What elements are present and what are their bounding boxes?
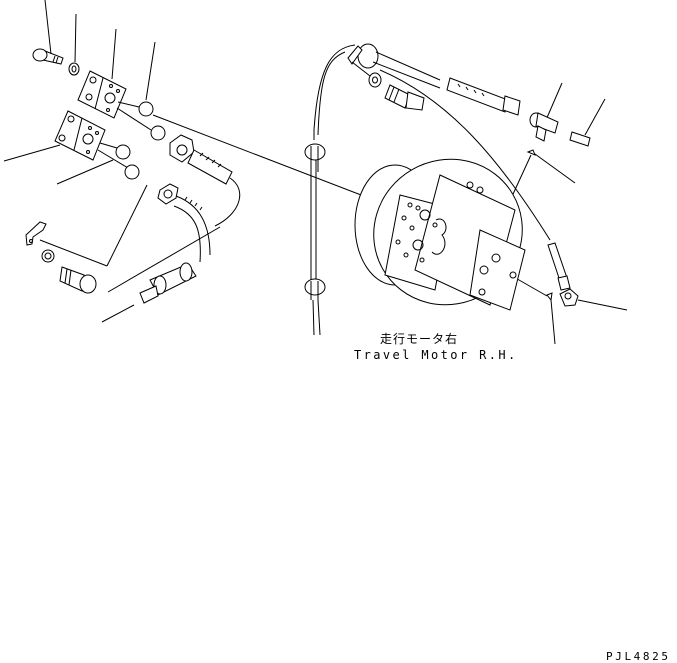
bolt-lower-icon [59, 266, 97, 294]
split-flange-lower-icon [54, 110, 106, 161]
o-ring-lower-right-icon [511, 275, 556, 345]
clamp-bracket-icon [25, 221, 47, 246]
connector-icon [569, 98, 606, 147]
hose-assembly-icon [139, 183, 211, 304]
split-flange-upper-icon [77, 70, 127, 119]
drawing-code: PJL4825 [606, 650, 671, 663]
hose-upper-icon [304, 43, 441, 336]
caption-japanese: 走行モータ右 [380, 332, 459, 346]
washer-icon [68, 62, 80, 76]
o-ring-upper-icon [116, 101, 166, 141]
caption-english: Travel Motor R.H. [354, 348, 518, 362]
hose-fitting-icon [446, 77, 521, 116]
drain-hose-icon [547, 242, 571, 291]
washer-center-icon [351, 61, 382, 88]
elbow-icon [529, 82, 563, 142]
washer-lower-icon [41, 249, 55, 263]
o-ring-small-icon [507, 149, 576, 206]
o-ring-lower-icon [97, 142, 140, 180]
elbow-lower-icon [559, 288, 628, 311]
hose-path [379, 69, 551, 241]
travel-motor-icon [354, 158, 526, 311]
bolt-center-icon [384, 84, 425, 111]
bolt-icon [32, 48, 64, 65]
leader-lines-left [3, 0, 401, 323]
hose-flange-upper-icon [169, 134, 241, 227]
